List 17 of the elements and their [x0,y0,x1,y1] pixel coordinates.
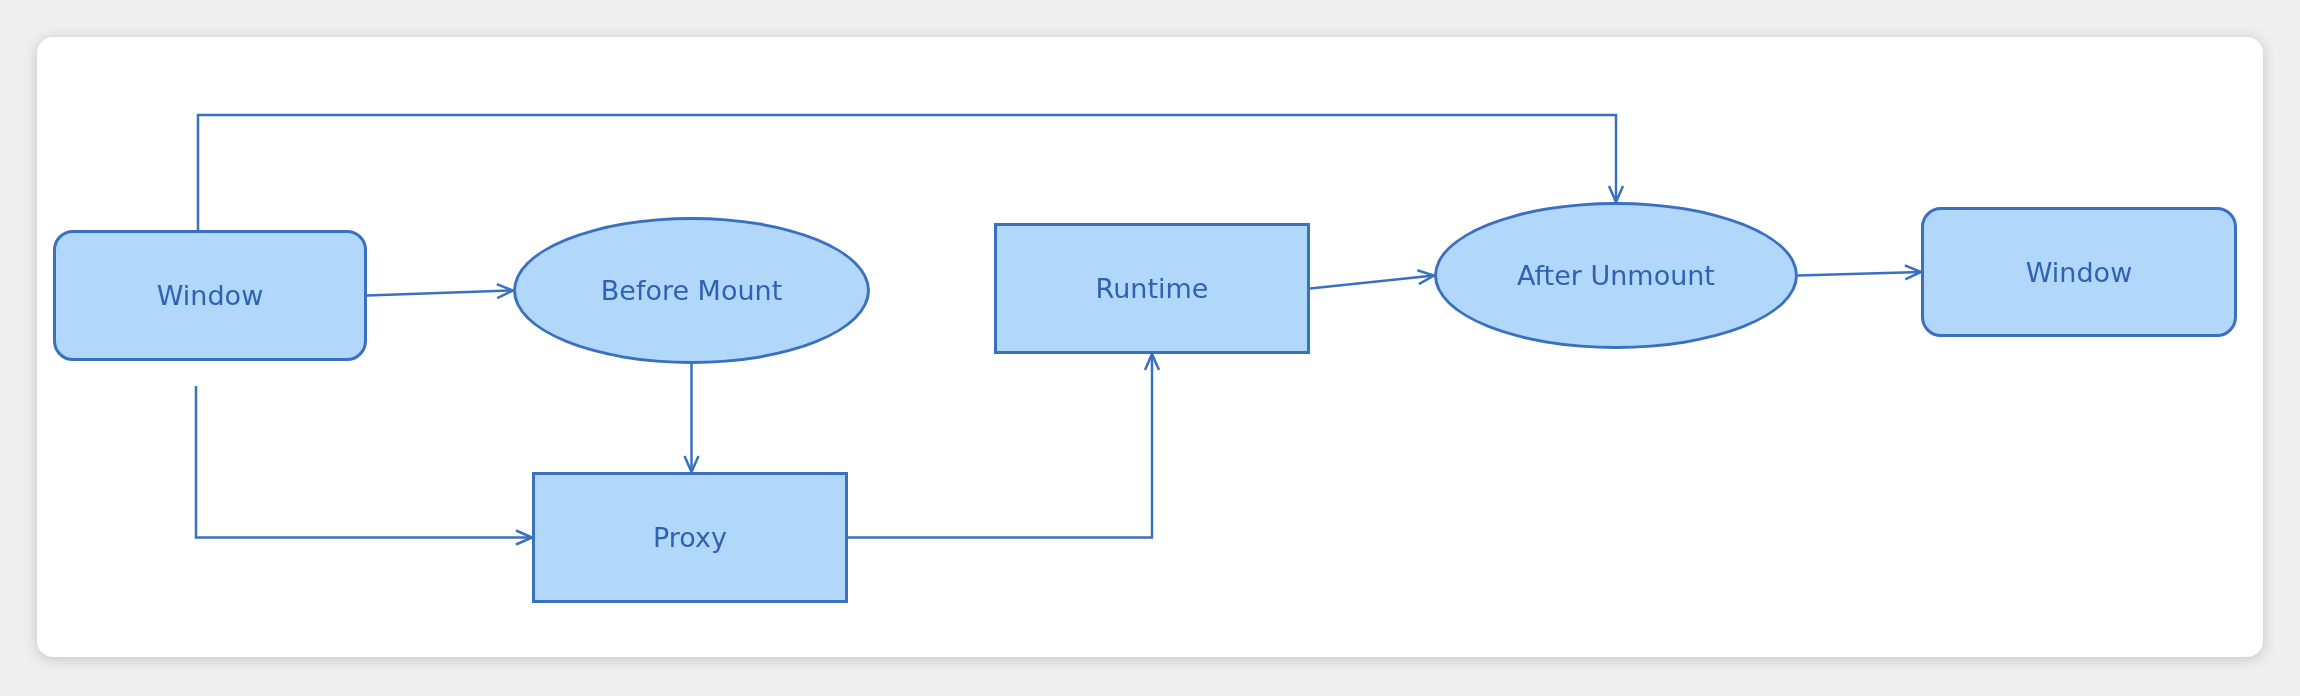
arrow [194,386,534,546]
process-box [532,472,848,603]
node-label: Window [156,280,264,311]
node-label: After Unmount [1517,260,1715,291]
process-box [1921,207,2237,337]
node-label: Runtime [1095,273,1209,304]
arrow [366,282,515,300]
node-label: Window [2025,256,2133,288]
node-label: Before Mount [600,275,783,306]
node-label: Proxy [653,522,727,553]
arrow [196,113,1625,230]
process-box [994,223,1310,354]
arrow [848,352,1161,539]
arrow [1797,264,1923,281]
arrow [683,364,700,474]
process-box [53,230,367,361]
arrow [1309,268,1436,290]
